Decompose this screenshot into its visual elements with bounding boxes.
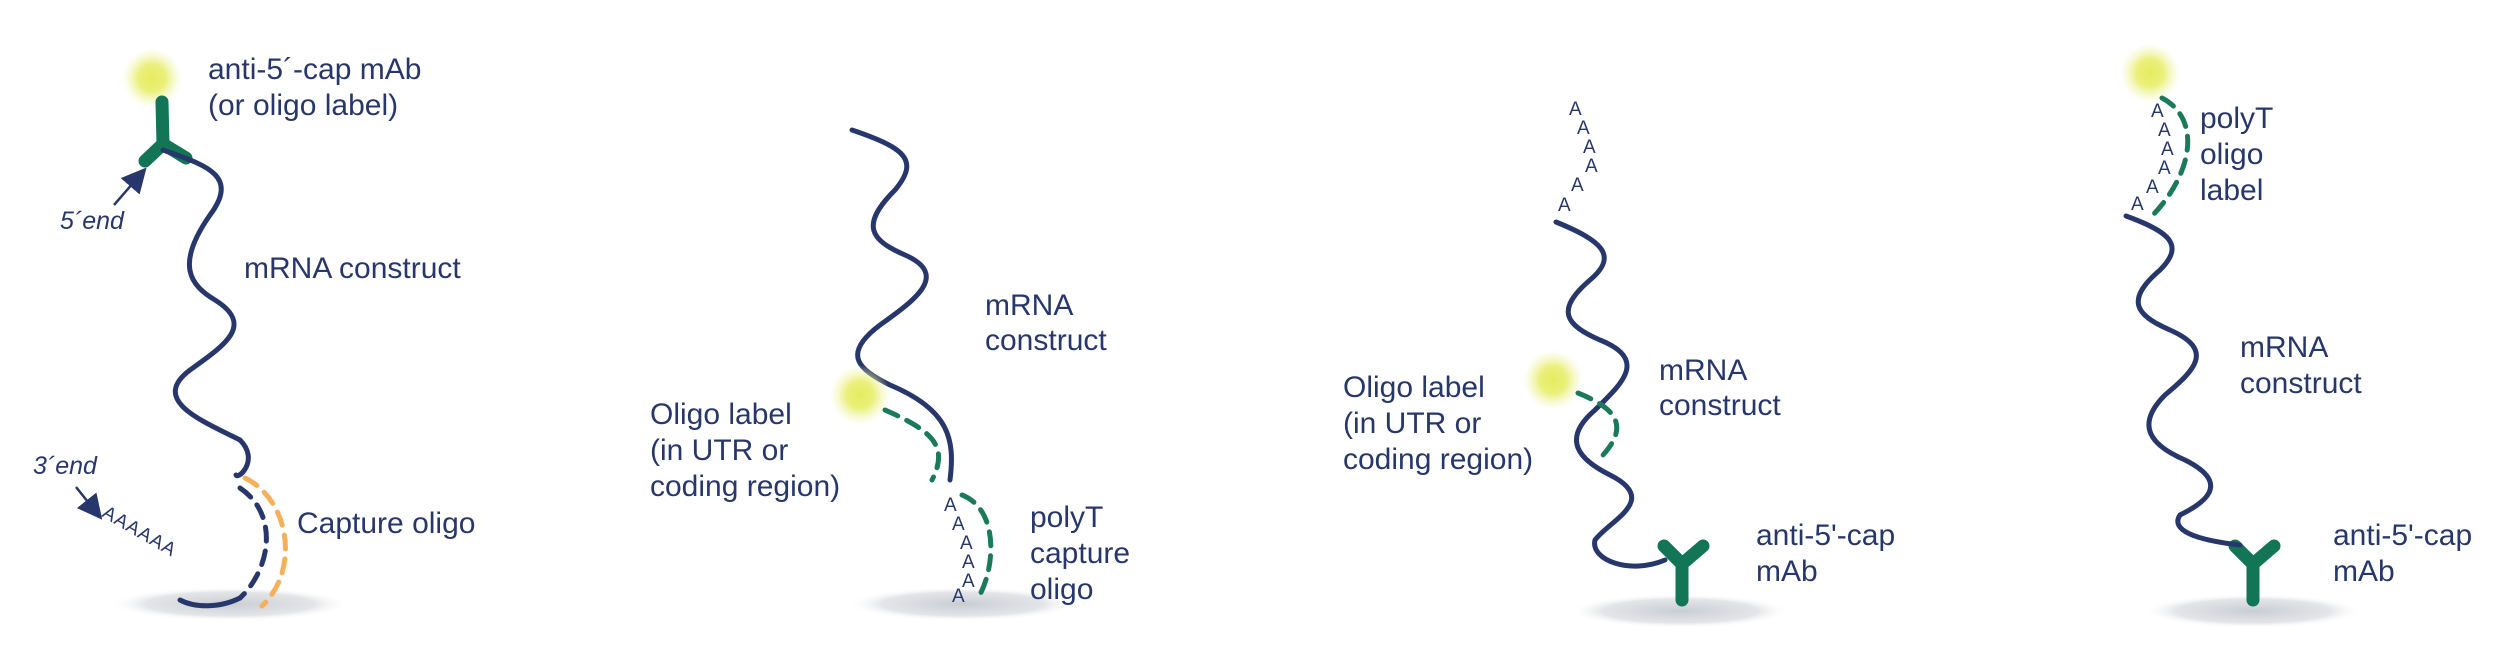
polya-letter: A (1577, 118, 1590, 139)
polya-letter: A (2151, 101, 2164, 122)
oligo-label-line3: coding region) (1343, 443, 1533, 476)
polya-letter: A (1583, 137, 1596, 158)
polya-tail-label: AAAAAA (99, 502, 181, 561)
panel-2: A A A A A A mRNA construct Oligo label (… (650, 127, 1130, 621)
surface-shadow (848, 587, 1078, 621)
polyt-oligo-label-strand (2150, 95, 2191, 218)
polya-stack: A A A A A A (944, 495, 975, 607)
panel-1: AAAAAA anti-5´-cap mAb (or oligo label) … (33, 48, 475, 621)
three-end-label: 3´end (33, 452, 98, 480)
polya-letter: A (1558, 195, 1571, 216)
polyt-label-line2: oligo (2200, 138, 2263, 171)
mab-label-line2: mAb (1756, 555, 1818, 588)
polya-letter: A (2158, 120, 2171, 141)
oligo-label-line2: (in UTR or (650, 434, 788, 467)
mrna-label-line2: construct (985, 324, 1107, 357)
mrna-label-line2: construct (2240, 367, 2362, 400)
polyt-label-line2: capture (1030, 537, 1130, 570)
polyt-label-line1: polyT (2200, 102, 2273, 135)
mrna-strand (2123, 213, 2243, 548)
polya-letter: A (2146, 177, 2159, 198)
mrna-dashed-segment (237, 485, 269, 601)
mrna-label-line1: mRNA (985, 289, 1073, 322)
polya-stack: A A A A A A (1558, 99, 1598, 216)
mrna-label-line1: mRNA (2240, 331, 2328, 364)
polyt-label-line3: oligo (1030, 573, 1093, 606)
mrna-strand (849, 127, 954, 483)
polyt-label-line3: label (2200, 174, 2263, 207)
oligo-label-line2: (in UTR or (1343, 407, 1481, 440)
panel-4: A A A A A A polyT oligo label mRNA const… (2120, 43, 2472, 628)
surface-shadow (1570, 594, 1790, 628)
polyt-capture-oligo (959, 492, 994, 601)
polya-letter: A (952, 586, 965, 607)
mab-label-line2: mAb (2333, 555, 2395, 588)
polya-letter: A (1571, 175, 1584, 196)
panel-3: A A A A A A Oligo label (in UTR or codin… (1343, 99, 1895, 628)
fluorescent-glow-icon (2120, 43, 2180, 103)
polya-letter: A (962, 552, 975, 573)
polya-letter: A (960, 533, 973, 554)
polya-letter: A (2161, 139, 2174, 160)
antibody-icon (1657, 539, 1710, 607)
five-end-arrow (113, 167, 147, 206)
polyt-label-line1: polyT (1030, 501, 1103, 534)
oligo-label-line3: coding region) (650, 470, 840, 503)
oligo-label-line1: Oligo label (1343, 371, 1485, 404)
fluorescent-glow-icon (830, 365, 890, 425)
fluorescent-glow-icon (1523, 350, 1583, 410)
cap-label-line2: (or oligo label) (208, 89, 398, 122)
mrna-label-line1: mRNA (1659, 354, 1747, 387)
fluorescent-glow-icon (122, 48, 182, 108)
mrna-label-line2: construct (1659, 389, 1781, 422)
five-end-label: 5´end (60, 207, 125, 235)
capture-oligo-label: Capture oligo (297, 507, 475, 540)
oligo-label-strand (1575, 390, 1620, 458)
polya-letter: A (952, 514, 965, 535)
three-end-arrow (75, 486, 103, 520)
polya-letter: A (944, 495, 957, 516)
cap-label-line1: anti-5´-cap mAb (208, 53, 421, 86)
mab-label-line1: anti-5'-cap (2333, 519, 2472, 552)
polya-letter: A (1585, 156, 1598, 177)
polya-letter: A (2131, 194, 2144, 215)
polya-letter: A (1569, 99, 1582, 120)
antibody-icon (2228, 539, 2281, 607)
mrna-strand (1553, 219, 1668, 569)
mrna-label: mRNA construct (244, 252, 461, 285)
polya-letter: A (2158, 158, 2171, 179)
oligo-label-strand (882, 407, 942, 483)
oligo-label-line1: Oligo label (650, 398, 792, 431)
surface-shadow (2143, 594, 2363, 628)
mrna-strand (160, 147, 251, 479)
mab-label-line1: anti-5'-cap (1756, 519, 1895, 552)
mrna-tail (177, 595, 243, 609)
polya-stack: A A A A A A (2131, 101, 2174, 215)
polya-letter: A (962, 571, 975, 592)
capture-oligo (242, 475, 288, 609)
